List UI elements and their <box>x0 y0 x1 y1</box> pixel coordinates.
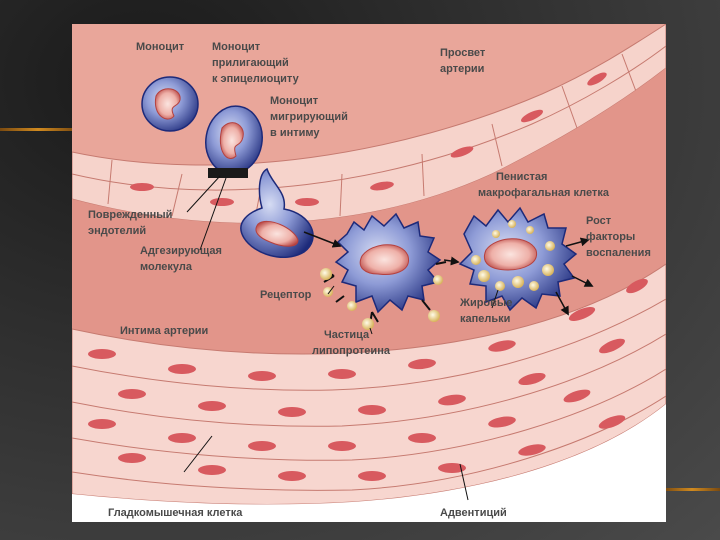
label-lumen-2: артерии <box>440 63 484 75</box>
lipoprotein-particles <box>320 268 443 330</box>
smooth-muscle-nuclei <box>88 278 648 481</box>
label-lipid-droplets-2: капельки <box>460 313 510 325</box>
label-adhering-monocyte-3: к эпицелиоциту <box>212 73 300 85</box>
decorative-line-right <box>664 488 720 491</box>
label-migrating-monocyte-1: Моноцит <box>270 95 319 107</box>
migration-arrow <box>303 231 342 248</box>
label-smooth-muscle: Гладкомышечная клетка <box>108 507 243 519</box>
endothelial-nuclei <box>130 72 607 206</box>
label-lipoprotein-1: Частица <box>324 329 370 341</box>
label-lumen-1: Просвет <box>440 47 486 59</box>
label-adhering-monocyte-2: прилигающий <box>212 57 289 69</box>
diagram-panel: Моноцит Моноцит прилигающий к эпицелиоци… <box>72 24 666 522</box>
label-adhesion-molecule-1: Адгезирующая <box>140 245 222 257</box>
diagram-labels: Моноцит Моноцит прилигающий к эпицелиоци… <box>88 41 651 519</box>
label-monocyte: Моноцит <box>136 41 185 53</box>
label-foam-cell-2: макрофагальная клетка <box>478 187 610 199</box>
label-lipid-droplets-1: Жировые <box>459 297 512 309</box>
foam-arrow <box>443 256 460 266</box>
smooth-muscle-rows <box>72 298 666 491</box>
leader-lines <box>183 175 499 501</box>
label-growth-2: факторы <box>586 231 635 243</box>
label-foam-cell-1: Пенистая <box>496 171 547 183</box>
atherosclerosis-diagram: Моноцит Моноцит прилигающий к эпицелиоци… <box>72 24 666 522</box>
adhesion-molecule <box>208 168 248 178</box>
monocyte-cell <box>141 76 199 132</box>
label-migrating-monocyte-2: мигрирующий <box>270 111 348 123</box>
media-layer <box>72 263 666 505</box>
adventitia-layer <box>72 404 666 522</box>
macrophage-cell <box>334 212 442 314</box>
label-damaged-endothelium-2: эндотелий <box>88 225 146 237</box>
label-adventitia: Адвентиций <box>440 507 507 519</box>
label-adhering-monocyte-1: Моноцит <box>212 41 261 53</box>
label-lipoprotein-2: липопротеина <box>312 345 391 357</box>
adhering-monocyte-cell <box>205 105 263 178</box>
label-migrating-monocyte-3: в интиму <box>270 127 320 139</box>
migrating-monocyte-cell <box>240 167 314 259</box>
label-growth-3: воспаления <box>586 247 651 259</box>
label-intima: Интима артерии <box>120 325 208 337</box>
growth-factor-arrows <box>555 237 594 316</box>
decorative-line-left <box>0 128 76 131</box>
label-damaged-endothelium-1: Поврежденный <box>88 209 172 221</box>
label-adhesion-molecule-2: молекула <box>140 261 193 273</box>
label-growth-1: Рост <box>586 215 612 227</box>
label-receptor: Рецептор <box>260 289 312 301</box>
foam-cell <box>458 206 578 312</box>
